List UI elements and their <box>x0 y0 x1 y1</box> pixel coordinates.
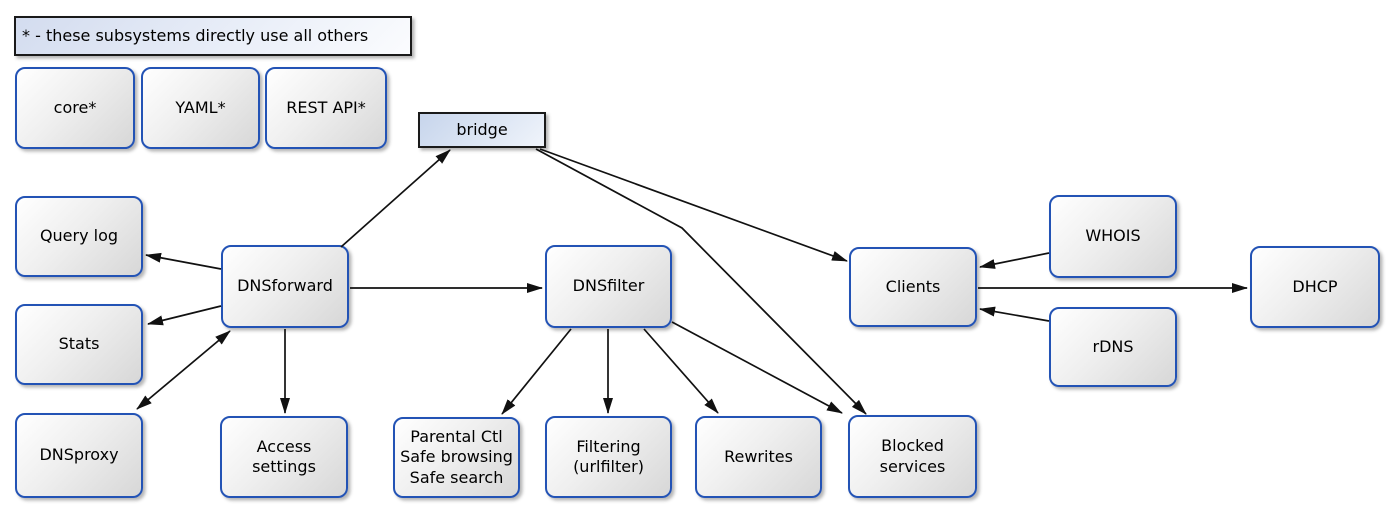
node-dnsfilter: DNSfilter <box>545 245 672 328</box>
node-rest-api: REST API* <box>265 67 387 149</box>
node-stats: Stats <box>15 304 143 385</box>
edge-dnsforward-to-query-log <box>145 252 222 270</box>
legend-note: * - these subsystems directly use all ot… <box>14 16 412 56</box>
edge-dnsforward-to-bridge <box>340 149 451 248</box>
node-core: core* <box>15 67 135 149</box>
node-whois: WHOIS <box>1049 195 1177 278</box>
node-filtering: Filtering (urlfilter) <box>545 416 672 498</box>
edge-dnsfilter-to-blocked-services <box>671 321 843 414</box>
node-clients: Clients <box>849 247 977 327</box>
edge-dnsforward-to-stats <box>147 305 222 326</box>
edge-dnsfilter-to-parental <box>501 328 572 415</box>
node-access-settings: Access settings <box>220 416 348 498</box>
node-blocked-services: Blocked services <box>848 415 977 498</box>
edge-rdns-to-clients <box>979 306 1050 322</box>
node-query-log: Query log <box>15 196 143 277</box>
node-rewrites: Rewrites <box>695 416 822 498</box>
node-dhcp: DHCP <box>1250 246 1380 328</box>
edge-dnsforward-to-dnsproxy <box>136 330 231 410</box>
node-bridge: bridge <box>418 112 546 148</box>
node-rdns: rDNS <box>1049 307 1177 387</box>
node-dnsproxy: DNSproxy <box>15 413 143 498</box>
edge-whois-to-clients <box>979 252 1050 269</box>
edge-dnsfilter-to-rewrites <box>643 328 719 414</box>
node-dnsforward: DNSforward <box>221 245 349 328</box>
node-parental-ctl: Parental Ctl Safe browsing Safe search <box>393 417 520 498</box>
node-yaml: YAML* <box>141 67 260 149</box>
